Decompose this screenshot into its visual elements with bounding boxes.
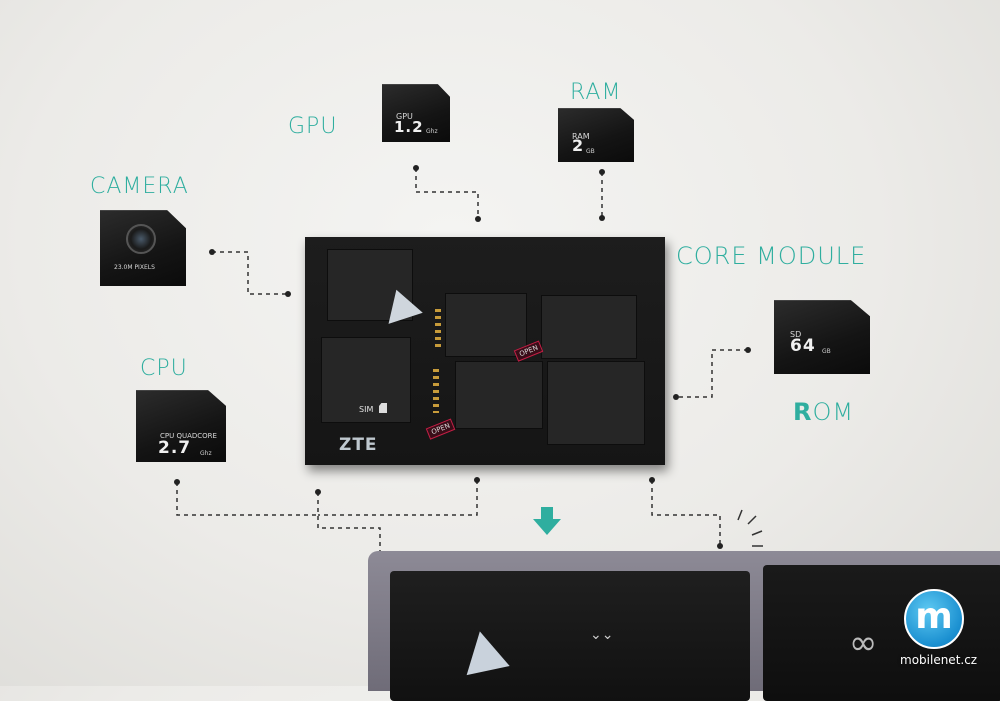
sim-card-icon — [379, 403, 387, 413]
connector-dot — [717, 543, 723, 549]
frame-slot-left: ⌄⌄ — [390, 571, 750, 701]
gpu-chip-value: 1.2 — [394, 118, 424, 136]
rom-chip-value: 64 — [790, 336, 816, 356]
connector-dot — [673, 394, 679, 400]
ram-label: RAM — [570, 80, 622, 105]
rom-label-initial: R — [793, 398, 813, 426]
zte-logo: ZTE — [339, 435, 378, 455]
watermark-logo: m — [900, 589, 988, 649]
camera-label: CAMERA — [90, 174, 189, 199]
cpu-chip-value: 2.7 — [158, 438, 192, 458]
tick-mark — [737, 509, 743, 521]
connector-dot — [474, 477, 480, 483]
connector-dot — [285, 291, 291, 297]
board-pad — [541, 295, 637, 359]
rom-connector — [676, 349, 748, 398]
gpu-module: GPU 1.2 Ghz — [382, 84, 450, 142]
cpu-connector — [176, 482, 318, 516]
gold-contacts — [435, 309, 441, 349]
cpu-module: CPU QUADCORE 2.7 Ghz — [136, 390, 226, 462]
cpu-chip-name: CPU QUADCORE — [160, 432, 217, 440]
rom-label-rest: OM — [812, 398, 855, 426]
core-right-connector — [651, 480, 721, 546]
connector-dot — [649, 477, 655, 483]
gpu-label: GPU — [288, 114, 338, 139]
cpu-label: CPU — [140, 356, 188, 381]
connector-dot — [174, 479, 180, 485]
gpu-chip-unit: Ghz — [426, 128, 438, 135]
camera-module: 23.0M PIXELS — [100, 210, 186, 286]
board-pad — [455, 361, 543, 429]
tick-mark — [751, 530, 763, 536]
sim-label: SIM — [359, 405, 374, 414]
phone-frame: ⌄⌄ ∞ — [368, 551, 1000, 701]
connector-dot — [315, 489, 321, 495]
board-pad — [547, 361, 645, 445]
watermark-text: mobilenet.cz — [900, 653, 978, 667]
arrow-down-icon — [533, 507, 561, 535]
core-module-board: OPEN OPEN SIM ZTE — [305, 237, 665, 465]
infinity-logo-icon: ∞ — [849, 623, 878, 663]
rom-module: SD 64 GB — [774, 300, 870, 374]
rom-chip-unit: GB — [822, 348, 831, 355]
connector-dot — [413, 165, 419, 171]
hologram-triangle — [458, 626, 510, 676]
connector-dot — [475, 216, 481, 222]
camera-chip-pixels: 23.0M PIXELS — [114, 264, 155, 271]
connector-dot — [745, 347, 751, 353]
camera-lens-icon — [126, 224, 156, 254]
board-pad — [445, 293, 527, 357]
core-left-connector — [317, 492, 381, 556]
connector-dot — [599, 169, 605, 175]
ram-chip-name: RAM — [572, 132, 590, 141]
open-tab[interactable]: OPEN — [425, 418, 456, 440]
connector-dot — [209, 249, 215, 255]
board-pad — [327, 249, 413, 321]
gpu-connector — [415, 168, 479, 219]
ram-chip-value: 2 — [572, 136, 585, 155]
core-module-label: CORE MODULE — [676, 242, 867, 270]
ram-chip-unit: GB — [586, 148, 595, 155]
connector-lines — [176, 168, 763, 556]
rom-label: ROM — [793, 400, 854, 424]
gold-contacts — [433, 369, 439, 413]
connector-dot — [599, 215, 605, 221]
chevron-down-icon: ⌄⌄ — [590, 627, 614, 643]
gpu-chip-name: GPU — [396, 112, 413, 121]
camera-connector — [212, 251, 288, 295]
rom-chip-name: SD — [790, 330, 802, 339]
core-mid-connector — [318, 480, 478, 516]
ram-module: RAM 2 GB — [558, 108, 634, 162]
watermark-circle: m — [904, 589, 964, 649]
cpu-chip-unit: Ghz — [200, 450, 212, 457]
board-pad — [321, 337, 411, 423]
tick-mark — [747, 515, 757, 525]
